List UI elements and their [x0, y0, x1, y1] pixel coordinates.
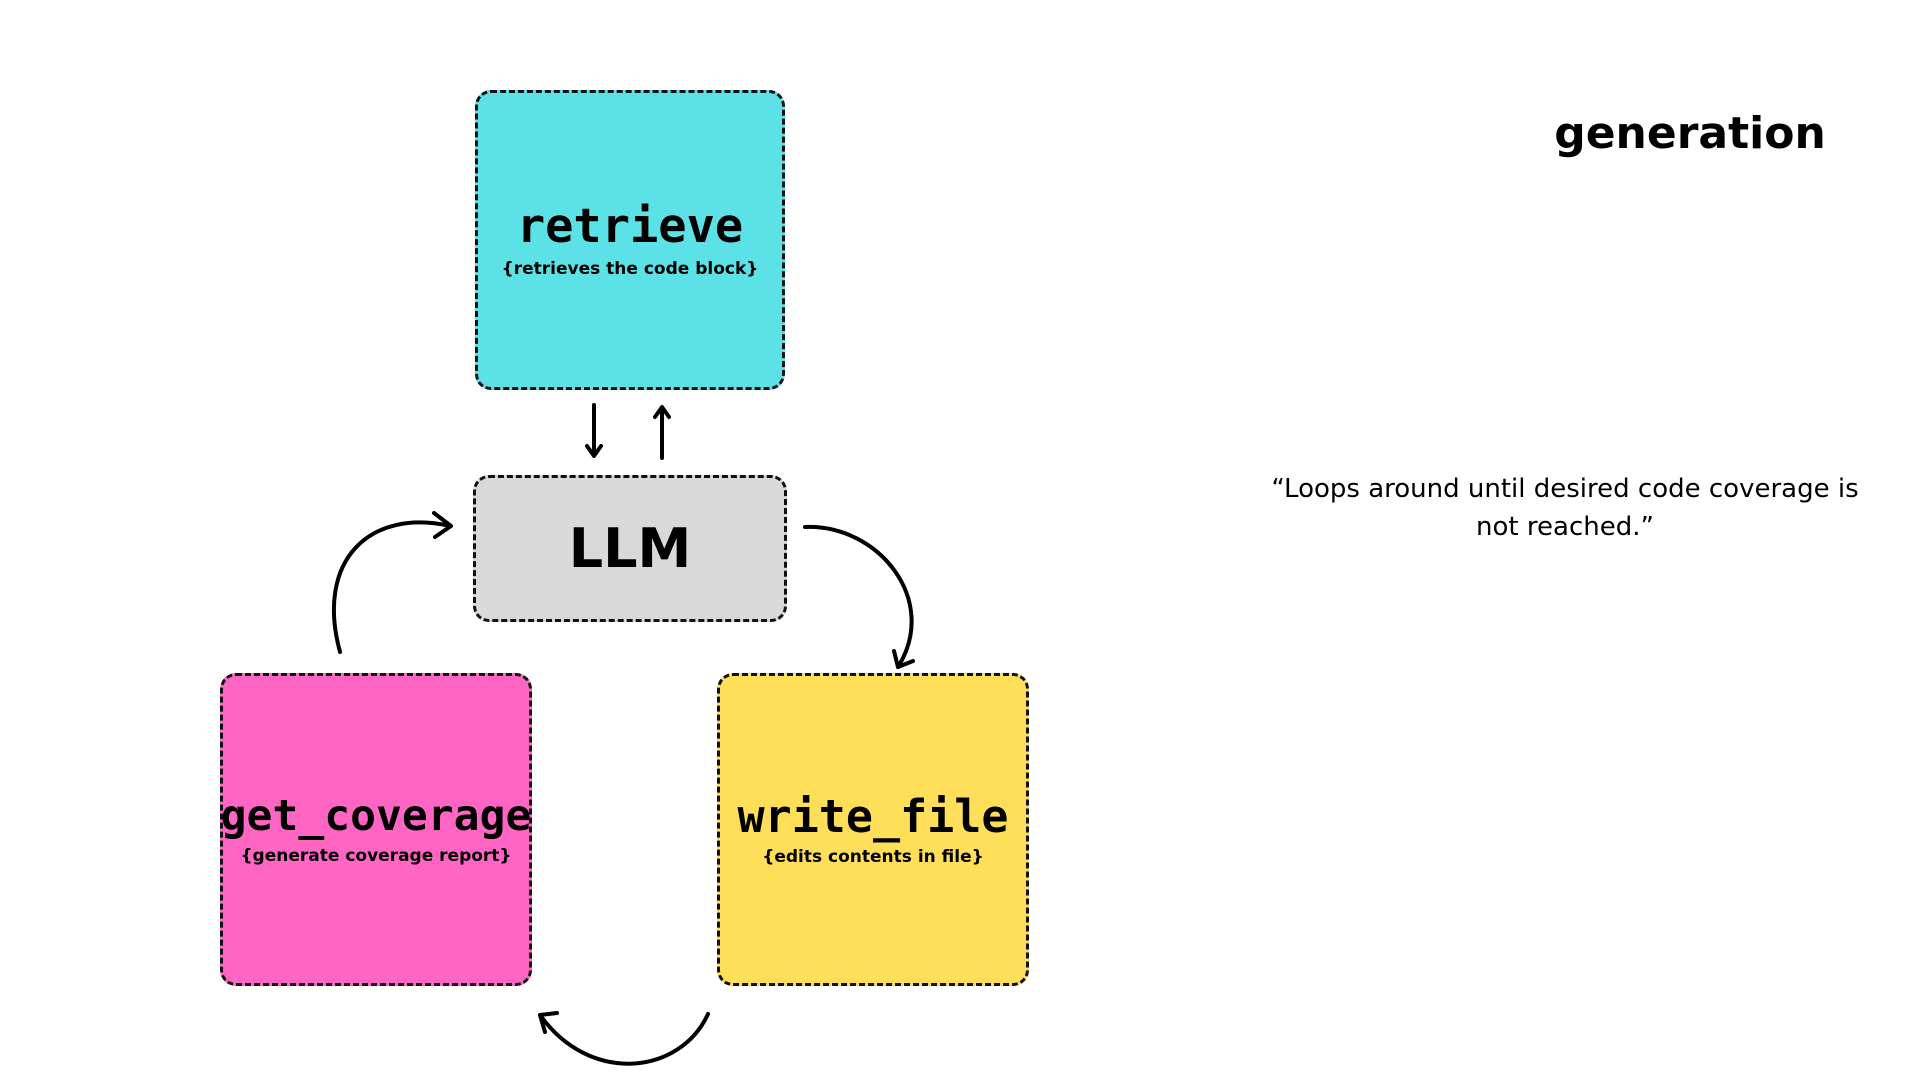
retrieve-node: retrieve {retrieves the code block}	[475, 90, 785, 390]
arrow-retrieve-to-llm	[585, 403, 603, 458]
retrieve-node-title: retrieve	[516, 199, 744, 255]
loop-note: “Loops around until desired code coverag…	[1271, 474, 1859, 542]
write-file-node-subtitle: {edits contents in file}	[762, 847, 984, 868]
get-coverage-node-title: get_coverage	[220, 790, 532, 841]
section-heading: generation	[1554, 108, 1826, 159]
arrow-get-coverage-to-llm	[332, 511, 453, 654]
arrow-llm-to-retrieve	[653, 405, 671, 460]
get-coverage-node-subtitle: {generate coverage report}	[240, 846, 512, 867]
llm-node-title: LLM	[568, 516, 692, 580]
arrow-write-file-to-get-coverage	[538, 1011, 710, 1066]
write-file-node: write_file {edits contents in file}	[717, 673, 1029, 986]
arrow-llm-to-write-file	[803, 524, 915, 669]
llm-node: LLM	[473, 475, 787, 622]
retrieve-node-subtitle: {retrieves the code block}	[501, 258, 759, 279]
write-file-node-title: write_file	[737, 789, 1009, 843]
get-coverage-node: get_coverage {generate coverage report}	[220, 673, 532, 986]
